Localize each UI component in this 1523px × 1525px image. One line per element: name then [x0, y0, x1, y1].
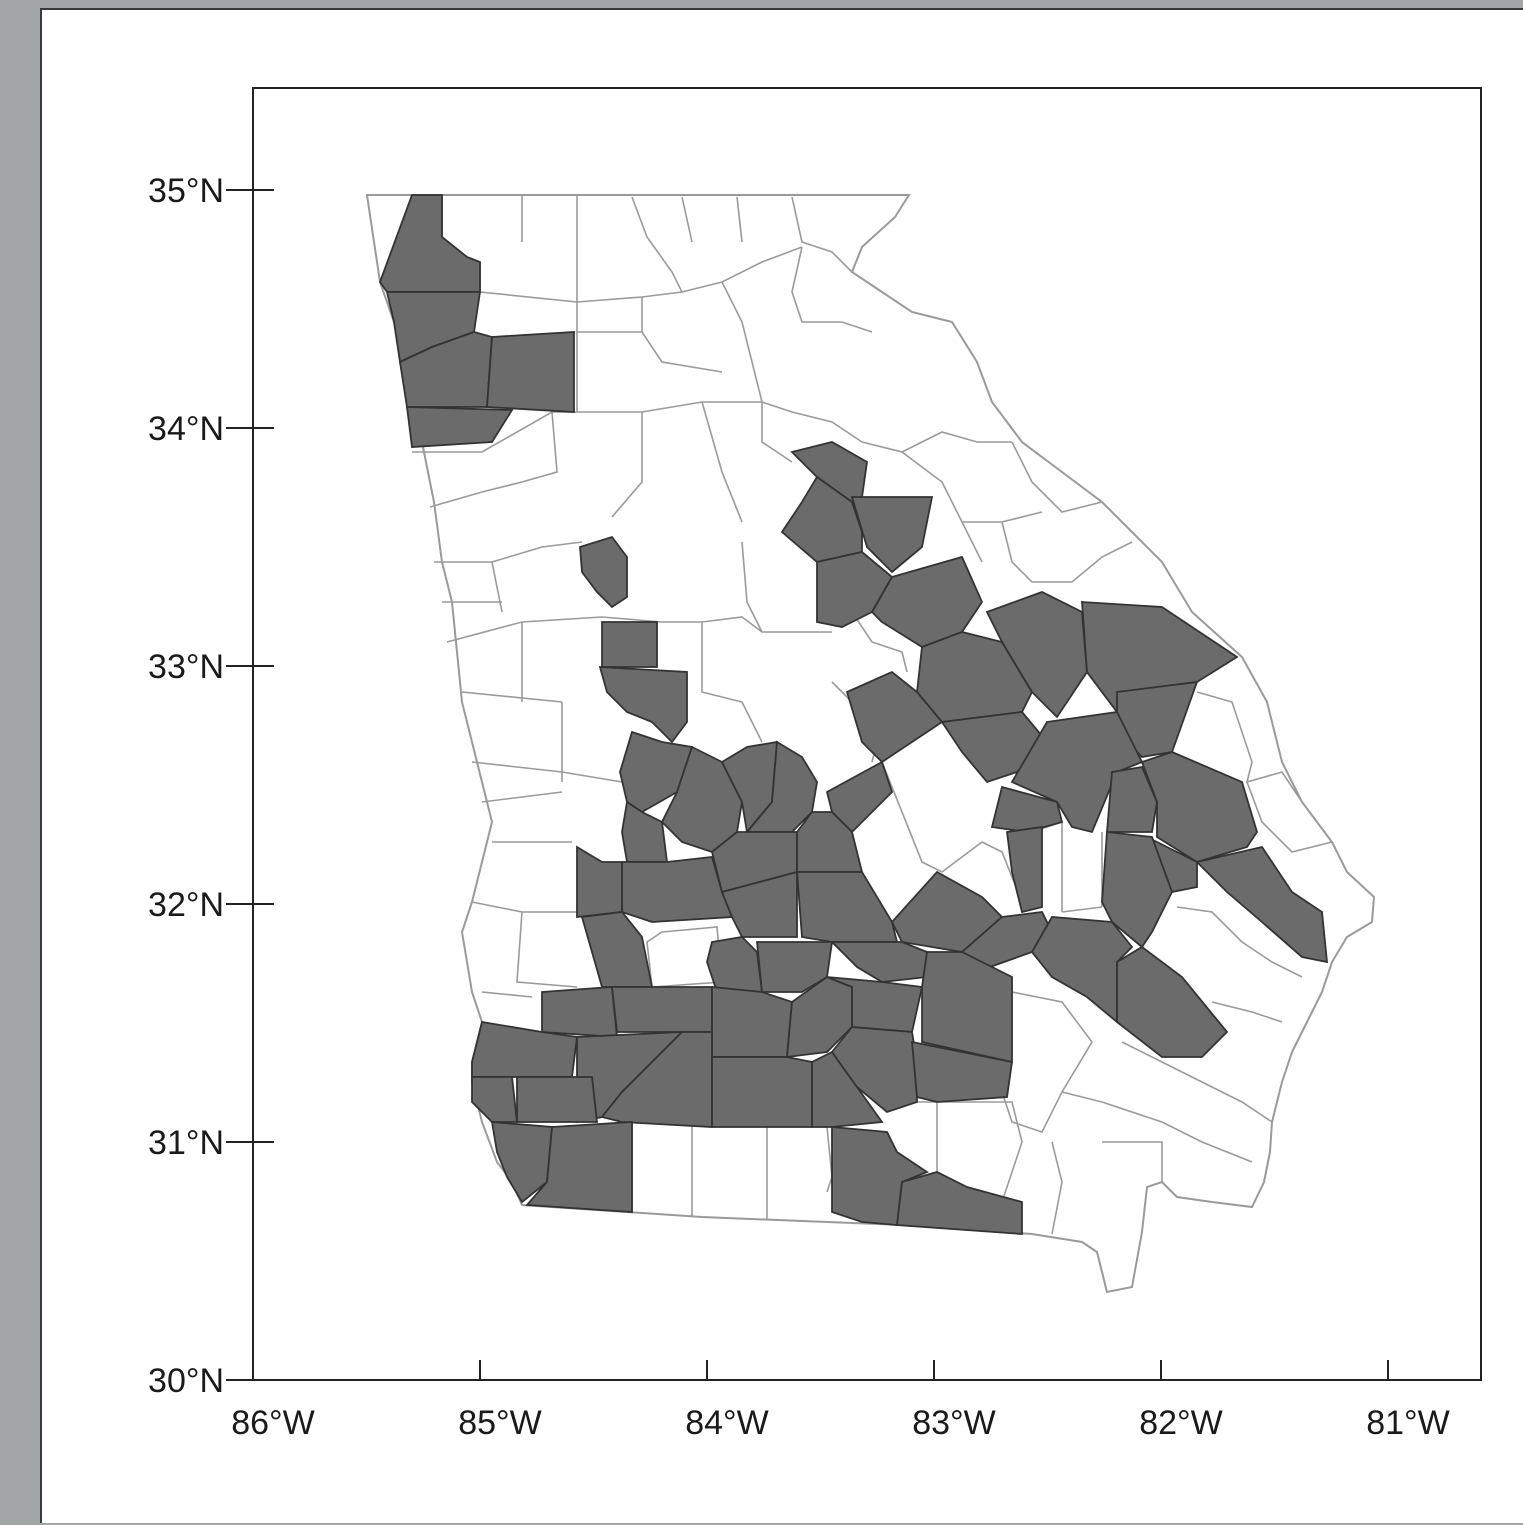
- county-nw-4: [486, 331, 575, 413]
- county-ec-7: [1010, 711, 1144, 834]
- county-s-18: [895, 1171, 1023, 1235]
- county-ec-19: [1116, 945, 1229, 1058]
- county-nw-5: [405, 406, 514, 448]
- county-w-2: [601, 621, 658, 668]
- county-s-2: [610, 986, 713, 1033]
- lon-tick-label: 81°W: [1366, 1404, 1450, 1442]
- county-ec-12: [1195, 845, 1329, 964]
- map-canvas: 35°N 34°N 33°N 32°N 31°N 30°N 86°W 85°W 84°W 83°…: [148, 87, 1482, 1442]
- county-cs-4: [745, 740, 818, 833]
- county-s-3: [711, 986, 793, 1058]
- map-figure: 35°N 34°N 33°N 32°N 31°N 30°N 86°W 85°W 84°W 83°…: [40, 8, 1523, 1523]
- county-w-1: [579, 535, 628, 609]
- county-ec-8: [990, 785, 1064, 833]
- county-s-9: [711, 1056, 813, 1128]
- lat-tick-label: 32°N: [148, 886, 224, 924]
- lon-tick-label: 82°W: [1139, 1404, 1223, 1442]
- county-s-16: [525, 1121, 633, 1213]
- latitude-axis: 35°N 34°N 33°N 32°N 31°N 30°N: [148, 172, 274, 1400]
- county-s-12: [910, 1040, 1014, 1103]
- county-s-14: [516, 1076, 599, 1123]
- county-cs-1: [619, 730, 694, 814]
- county-nw-1: [378, 194, 481, 293]
- county-w-3: [598, 666, 688, 744]
- lon-tick-label: 85°W: [458, 1404, 542, 1442]
- lat-tick-label: 35°N: [148, 172, 224, 210]
- county-ec-9: [1106, 765, 1158, 833]
- highlighted-counties: [378, 194, 1329, 1235]
- county-cs-14: [756, 941, 834, 993]
- county-s-13: [471, 1076, 519, 1123]
- county-cs-9: [621, 856, 734, 923]
- lon-tick-label: 83°W: [912, 1404, 996, 1442]
- lon-tick-label: 84°W: [685, 1404, 769, 1442]
- lon-tick-label: 86°W: [231, 1404, 315, 1442]
- county-s-1: [541, 986, 619, 1038]
- county-ne-3: [850, 496, 934, 574]
- county-cs-10: [720, 870, 798, 938]
- lat-tick-label: 33°N: [148, 648, 224, 686]
- county-ec-14: [1101, 831, 1173, 949]
- county-ec-15: [825, 760, 894, 834]
- county-ec-13: [1005, 825, 1043, 914]
- county-s-11: [830, 1026, 918, 1114]
- lat-tick-label: 34°N: [148, 410, 224, 448]
- county-ec-10: [1140, 751, 1258, 863]
- lat-tick-label: 31°N: [148, 1124, 224, 1162]
- county-ec-2: [985, 591, 1088, 719]
- longitude-axis: 86°W 85°W 84°W 83°W 82°W 81°W: [231, 1360, 1450, 1442]
- lat-tick-label: 30°N: [148, 1362, 224, 1400]
